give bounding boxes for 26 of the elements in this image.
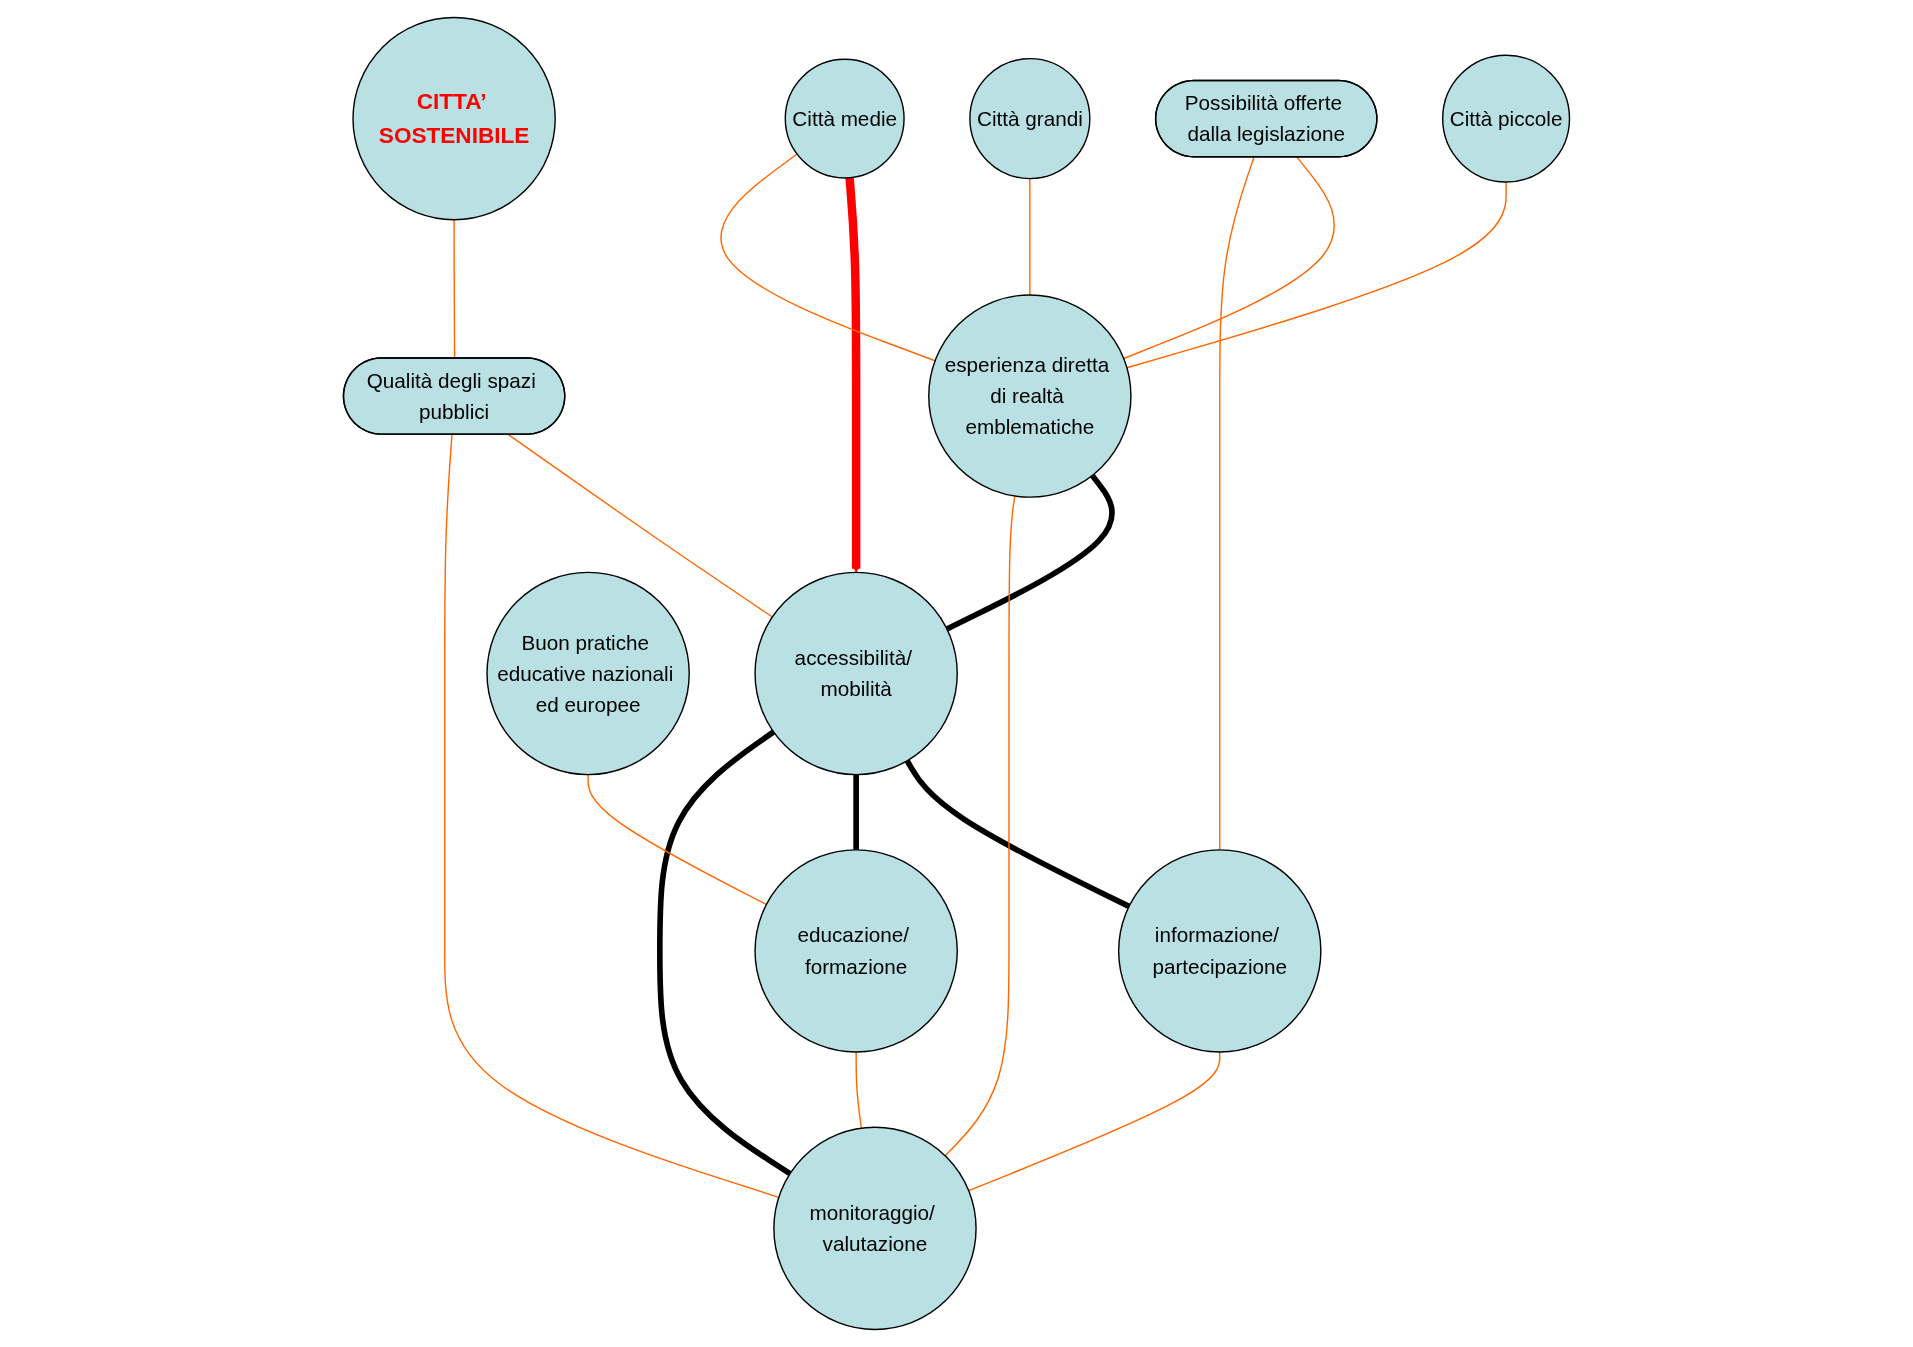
connector [1123, 156, 1335, 360]
connector [1219, 156, 1255, 851]
connector [657, 729, 792, 1176]
node-circle: informazione/ partecipazione [1117, 849, 1322, 1053]
connector [720, 153, 936, 362]
node-circle: accessibilità/ mobilità [754, 571, 958, 776]
node-circle: Città medie [784, 58, 905, 179]
node-circle: monitoraggio/ valutazione [773, 1126, 977, 1331]
node-circle: educazione/ formazione [754, 849, 958, 1053]
connector [904, 759, 1131, 909]
connector [968, 1051, 1221, 1192]
connector [855, 1051, 863, 1129]
connector [853, 774, 859, 850]
connector [945, 473, 1115, 632]
node-circle: Città piccole [1442, 54, 1571, 183]
connector [444, 433, 780, 1199]
arrow [845, 177, 861, 573]
connector [944, 495, 1016, 1157]
connector [507, 433, 774, 618]
node-circle: Città grandi [969, 57, 1091, 180]
node-circle: CITTA’ SOSTENIBILE [352, 16, 556, 221]
node-circle: esperienza diretta di realtà emblematiche [928, 294, 1132, 498]
node-circle: Buon pratiche educative nazionali ed europee [486, 571, 690, 776]
connector [1126, 181, 1507, 369]
connector [587, 773, 768, 906]
connector [1029, 177, 1031, 296]
